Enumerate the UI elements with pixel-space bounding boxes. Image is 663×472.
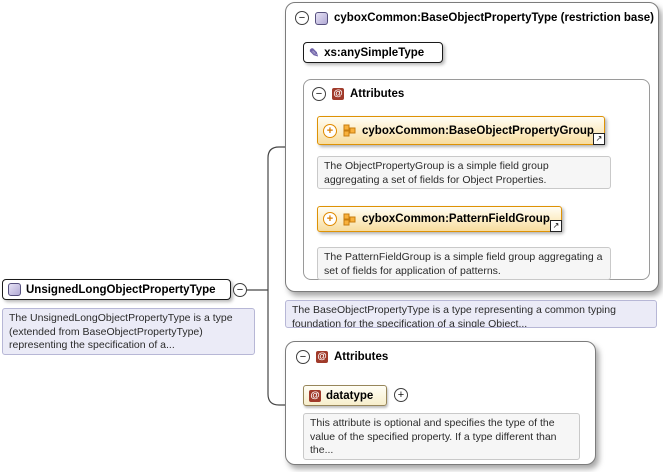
collapse-toggle-base-panel[interactable]: − bbox=[295, 11, 309, 25]
attribute-icon: @ bbox=[309, 390, 321, 402]
base-type-documentation: The BaseObjectPropertyType is a type rep… bbox=[285, 300, 657, 328]
attribute-label: datatype bbox=[326, 390, 373, 402]
expand-toggle-datatype[interactable]: + bbox=[394, 388, 408, 402]
attributes-section: − @ Attributes + cyboxCommon:BaseObjectP… bbox=[303, 79, 650, 280]
reference-link-icon[interactable]: ↗ bbox=[550, 220, 562, 232]
attribute-group-icon bbox=[343, 124, 356, 137]
collapse-toggle-main-type[interactable]: − bbox=[233, 283, 247, 297]
attributes-section-title: Attributes bbox=[350, 88, 404, 100]
attributes-panel-title: Attributes bbox=[334, 351, 388, 363]
attributes-section-header: − @ Attributes bbox=[312, 87, 404, 101]
attribute-group-node-baseobjectpropertygroup[interactable]: + cyboxCommon:BaseObjectPropertyGroup ↗ bbox=[317, 116, 605, 145]
reference-link-icon[interactable]: ↗ bbox=[593, 133, 605, 145]
base-panel-header: − cyboxCommon:BaseObjectPropertyType (re… bbox=[295, 11, 654, 25]
main-type-documentation: The UnsignedLongObjectPropertyType is a … bbox=[2, 308, 255, 355]
type-node-label: UnsignedLongObjectPropertyType bbox=[26, 284, 216, 296]
attribute-icon: @ bbox=[316, 351, 328, 363]
group1-documentation: The ObjectPropertyGroup is a simple fiel… bbox=[317, 156, 611, 189]
expand-toggle-group1[interactable]: + bbox=[323, 124, 337, 138]
attributes-panel: − @ Attributes @ datatype + This attribu… bbox=[285, 341, 596, 465]
attribute-group-node-patternfieldgroup[interactable]: + cyboxCommon:PatternFieldGroup ↗ bbox=[317, 206, 562, 232]
attribute-group-label: cyboxCommon:BaseObjectPropertyGroup bbox=[362, 125, 594, 137]
base-type-panel: − cyboxCommon:BaseObjectPropertyType (re… bbox=[285, 2, 659, 292]
expand-toggle-group2[interactable]: + bbox=[323, 212, 337, 226]
attribute-group-label: cyboxCommon:PatternFieldGroup bbox=[362, 213, 550, 225]
complex-type-icon bbox=[8, 283, 21, 296]
simple-type-node-anysimpletype[interactable]: ✎ xs:anySimpleType bbox=[303, 42, 443, 63]
collapse-toggle-attributes-panel[interactable]: − bbox=[296, 350, 310, 364]
attribute-node-datatype[interactable]: @ datatype bbox=[303, 385, 387, 406]
group2-documentation: The PatternFieldGroup is a simple field … bbox=[317, 247, 611, 280]
base-panel-title: cyboxCommon:BaseObjectPropertyType (rest… bbox=[334, 12, 654, 24]
complex-type-icon bbox=[315, 12, 328, 25]
attribute-group-icon bbox=[343, 213, 356, 226]
attribute-icon: @ bbox=[332, 88, 344, 100]
datatype-documentation: This attribute is optional and specifies… bbox=[303, 413, 580, 460]
collapse-toggle-attributes-section[interactable]: − bbox=[312, 87, 326, 101]
type-node-unsignedlongobjectpropertytype[interactable]: UnsignedLongObjectPropertyType bbox=[2, 279, 231, 300]
simple-type-icon: ✎ bbox=[309, 47, 319, 59]
simple-type-label: xs:anySimpleType bbox=[324, 47, 424, 59]
attributes-panel-header: − @ Attributes bbox=[296, 350, 388, 364]
